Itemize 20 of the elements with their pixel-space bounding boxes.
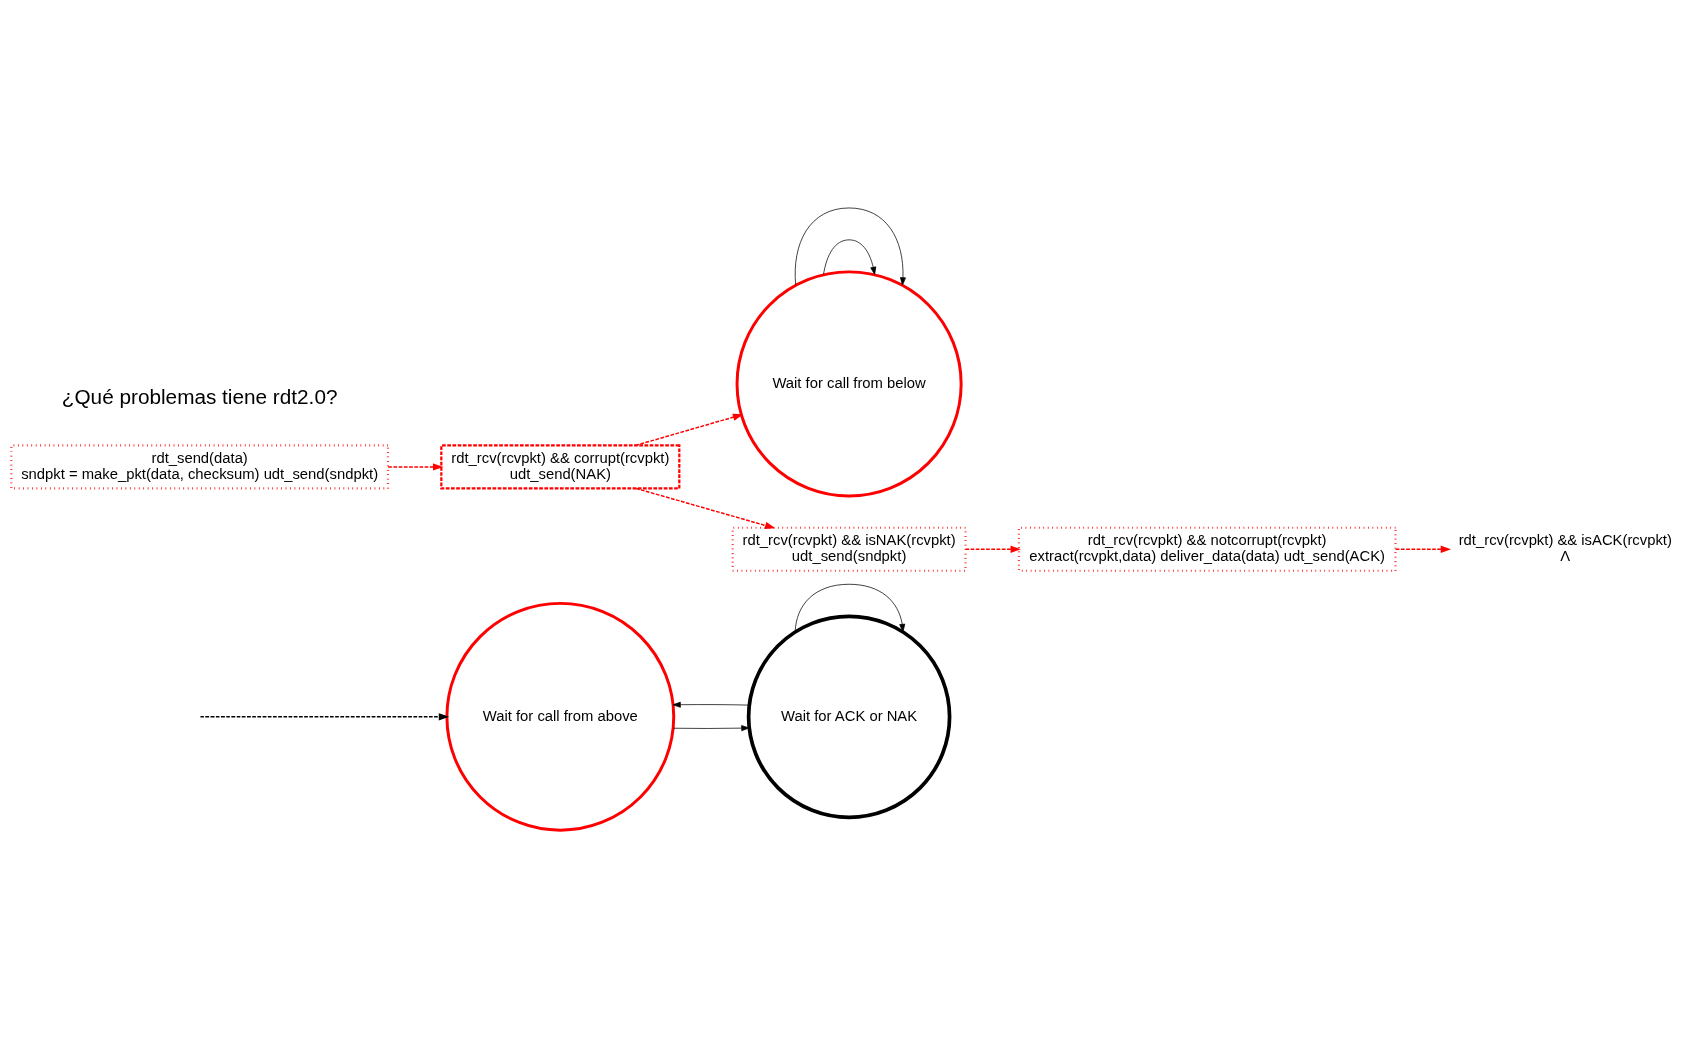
arrow [823, 239, 877, 275]
node-circle: Wait for call from above [445, 601, 676, 832]
node-box: rdt_rcv(rcvpkt) && notcorrupt(rcvpkt) extract(rcvpkt,data) deliver_data(data) udt_send(ACK) [1017, 526, 1397, 572]
arrow [1394, 545, 1452, 553]
arrow [794, 207, 906, 285]
arrow [672, 724, 750, 731]
arrow [672, 701, 750, 708]
node-circle: Wait for ACK or NAK [746, 613, 952, 819]
node-box: rdt_send(data) sndpkt = make_pkt(data, checksum) udt_send(sndpkt) [10, 443, 390, 490]
node-box: rdt_rcv(rcvpkt) && corrupt(rcvpkt) udt_send(NAK) [440, 443, 681, 490]
arrow [199, 712, 450, 720]
arrow [387, 462, 444, 471]
node-box: rdt_rcv(rcvpkt) && isNAK(rcvpkt) udt_send(sndpkt) [731, 526, 967, 572]
arrow [634, 413, 744, 446]
arrow [964, 545, 1021, 553]
label: ¿Qué problemas tiene rdt2.0? [61, 384, 338, 408]
arrow [794, 583, 906, 632]
node-text: rdt_rcv(rcvpkt) && isACK(rcvpkt) Λ [1458, 531, 1672, 564]
arrow [635, 487, 776, 529]
node-circle: Wait for call from below [735, 269, 963, 497]
